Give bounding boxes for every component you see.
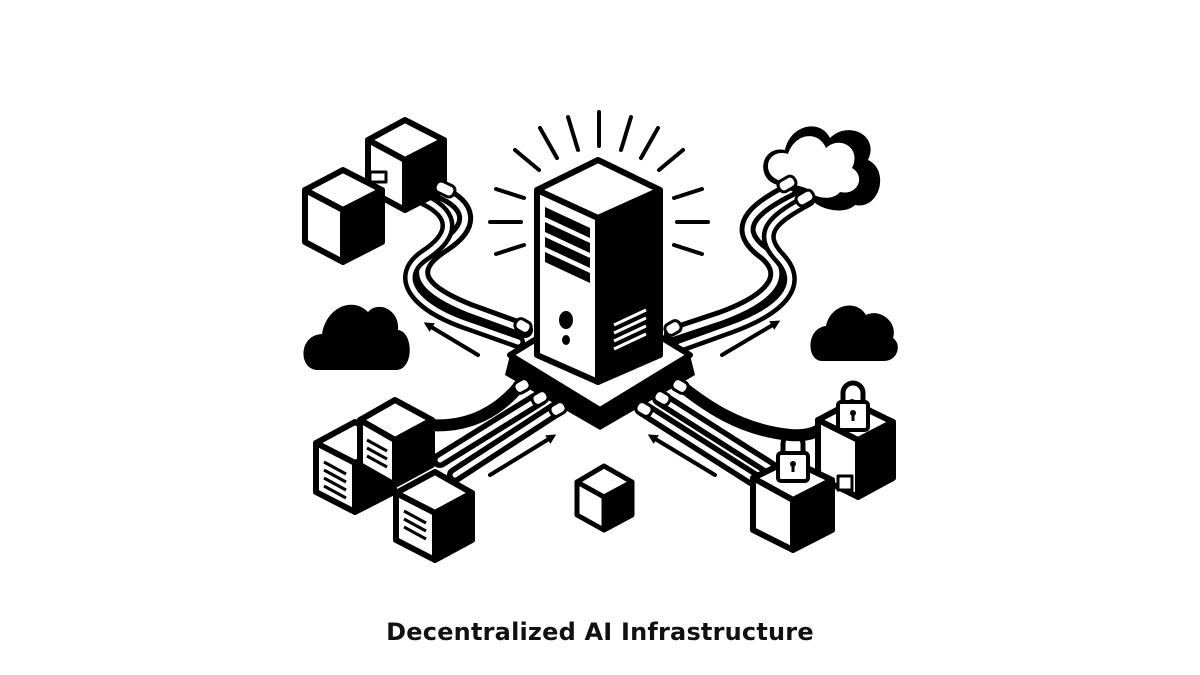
small-cube-icon: [574, 463, 635, 533]
padlock-icon: [776, 431, 810, 483]
server-boxes-icon: [313, 397, 475, 563]
cables: [403, 182, 841, 488]
glow-rays-icon: [488, 110, 710, 256]
cloud-right-icon: [810, 305, 898, 361]
locked-boxes-icon: [750, 399, 896, 553]
server-tower-icon: [534, 157, 663, 385]
arrows: [423, 320, 781, 477]
arrow-in-left-icon: [488, 434, 557, 477]
diagram-caption: Decentralized AI Infrastructure: [386, 618, 814, 646]
arrow-up-left-icon: [423, 322, 480, 357]
padlock-icon: [836, 380, 870, 432]
cloud-outline-icon: [763, 126, 881, 211]
arrow-in-right-icon: [647, 434, 717, 477]
cloud-left-icon: [303, 304, 410, 370]
cubes-icon: [302, 117, 457, 265]
arrow-up-right-icon: [720, 320, 781, 357]
